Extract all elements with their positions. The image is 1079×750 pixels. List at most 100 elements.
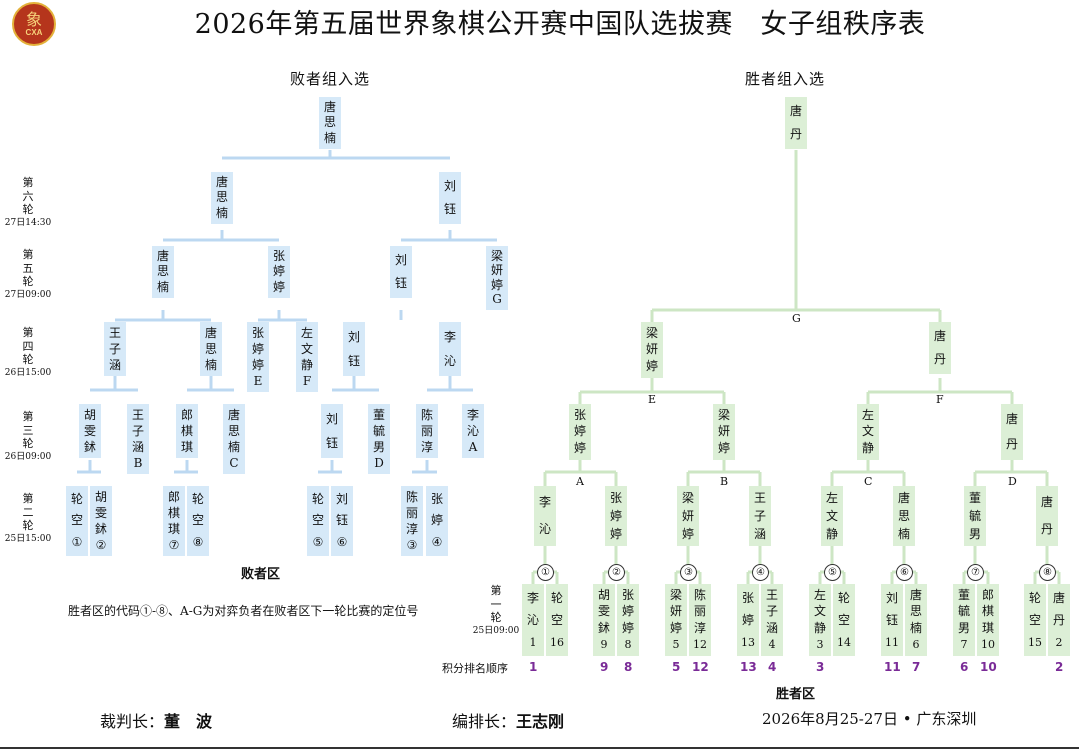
box-char: A <box>468 439 478 454</box>
box-char: 男 <box>968 526 981 541</box>
box-char: 唐 <box>204 325 217 340</box>
loser-line-r2 <box>318 460 342 474</box>
box-char: 丹 <box>1005 437 1018 451</box>
winners-header: 胜者组入选 <box>745 70 826 88</box>
box-char: 妍 <box>681 508 694 523</box>
rank-number: 11 <box>884 660 901 674</box>
box-char: 鉥 <box>94 521 107 536</box>
box-char: 婷 <box>741 612 754 627</box>
box-char: 丽 <box>405 505 418 520</box>
box-char: 张 <box>621 587 634 602</box>
winner-line-sf <box>866 378 1014 404</box>
box-char: 涵 <box>765 620 778 635</box>
box-char: 王 <box>753 490 766 505</box>
winner-qf-entry: 唐丹 <box>1001 404 1023 460</box>
box-char: 楠 <box>323 130 336 145</box>
box-char: 郎 <box>167 489 180 504</box>
box-char: 郎 <box>180 407 193 422</box>
box-char: 空 <box>1028 612 1041 627</box>
winner-r2-entry: 李沁 <box>534 486 556 546</box>
loser-line-r3 <box>332 376 379 392</box>
loser-line-r5 <box>163 230 279 242</box>
winner-line-qf <box>830 460 906 486</box>
loser-r3-entry: 郎棋琪 <box>176 404 198 458</box>
box-char: ④ <box>431 534 443 549</box>
box-char: 空 <box>550 612 563 627</box>
seed-number: 5 <box>672 638 680 652</box>
winner-code-final: G <box>792 312 801 325</box>
box-char: 胡 <box>94 489 107 504</box>
box-char: B <box>133 455 143 470</box>
rank-number: 10 <box>980 660 997 674</box>
loser-r3-entry: 陈丽淳 <box>416 404 438 458</box>
box-char: 沁 <box>526 612 539 627</box>
box-char: 沁 <box>538 522 551 536</box>
box-char: 淳 <box>693 620 706 635</box>
winner-code-qf: B <box>720 475 729 488</box>
seed-number: 1 <box>529 635 537 649</box>
winner-r1-entry: 李沁 1 <box>522 584 544 656</box>
box-char: 婷 <box>621 620 634 635</box>
rank-number: 3 <box>816 660 825 674</box>
loser-r3-entry: 胡雯鉥 <box>79 404 101 458</box>
box-char: 涵 <box>131 439 144 454</box>
loser-r4-entry: 刘钰 <box>343 322 365 376</box>
box-char: ⑥ <box>336 534 348 549</box>
box-char: 王 <box>108 325 121 340</box>
box-char: F <box>302 373 312 388</box>
winner-r2-entry: 王子涵 <box>749 486 771 546</box>
loser-line-r3 <box>427 376 473 392</box>
box-char: 妍 <box>645 342 658 357</box>
box-char: 丹 <box>789 127 802 141</box>
box-char: 妍 <box>490 263 503 278</box>
winner-qf-entry: 梁妍婷 <box>713 404 735 460</box>
box-char: 婷 <box>717 441 730 456</box>
box-char: 思 <box>897 508 910 523</box>
loser-line-r4 <box>115 310 211 322</box>
winner-code-qf: A <box>576 475 584 488</box>
winner-r2-entry: 唐丹 <box>1036 486 1058 546</box>
box-char: 郎 <box>981 587 994 602</box>
seed-number: 10 <box>981 638 995 652</box>
seed-number: 16 <box>550 635 564 649</box>
box-char: 棋 <box>981 604 994 619</box>
seed-number: 3 <box>816 638 824 652</box>
box-char: 楠 <box>227 439 240 454</box>
rank-order-label: 积分排名顺序 <box>442 662 508 675</box>
loser-r6-entry: 刘钰 <box>439 172 461 224</box>
seed-number: 7 <box>960 638 968 652</box>
box-char: ⑧ <box>192 534 204 549</box>
box-char: 婷 <box>573 424 586 439</box>
winner-seed-code: ⑤ <box>824 564 841 581</box>
box-char: 婷 <box>430 513 443 528</box>
rank-number: 6 <box>960 660 969 674</box>
page-title: 2026年第五届世界象棋公开赛中国队选拔赛 女子组秩序表 <box>194 9 926 40</box>
box-char: 雯 <box>597 604 610 619</box>
box-char: ⑦ <box>168 537 180 552</box>
box-char: 静 <box>825 526 838 541</box>
box-char: 子 <box>108 341 121 356</box>
box-char: 淳 <box>405 521 418 536</box>
seed-number: 11 <box>885 635 899 649</box>
seed-number: 13 <box>741 635 755 649</box>
box-char: 李 <box>526 590 539 605</box>
box-char: 左 <box>300 325 313 340</box>
box-char: 钰 <box>335 513 348 528</box>
winner-sf-entry: 梁妍婷 <box>641 322 663 378</box>
box-char: E <box>253 373 263 388</box>
box-char: 空 <box>311 513 324 528</box>
box-char: 男 <box>957 620 970 635</box>
winners-zone-label: 胜者区 <box>776 687 816 702</box>
